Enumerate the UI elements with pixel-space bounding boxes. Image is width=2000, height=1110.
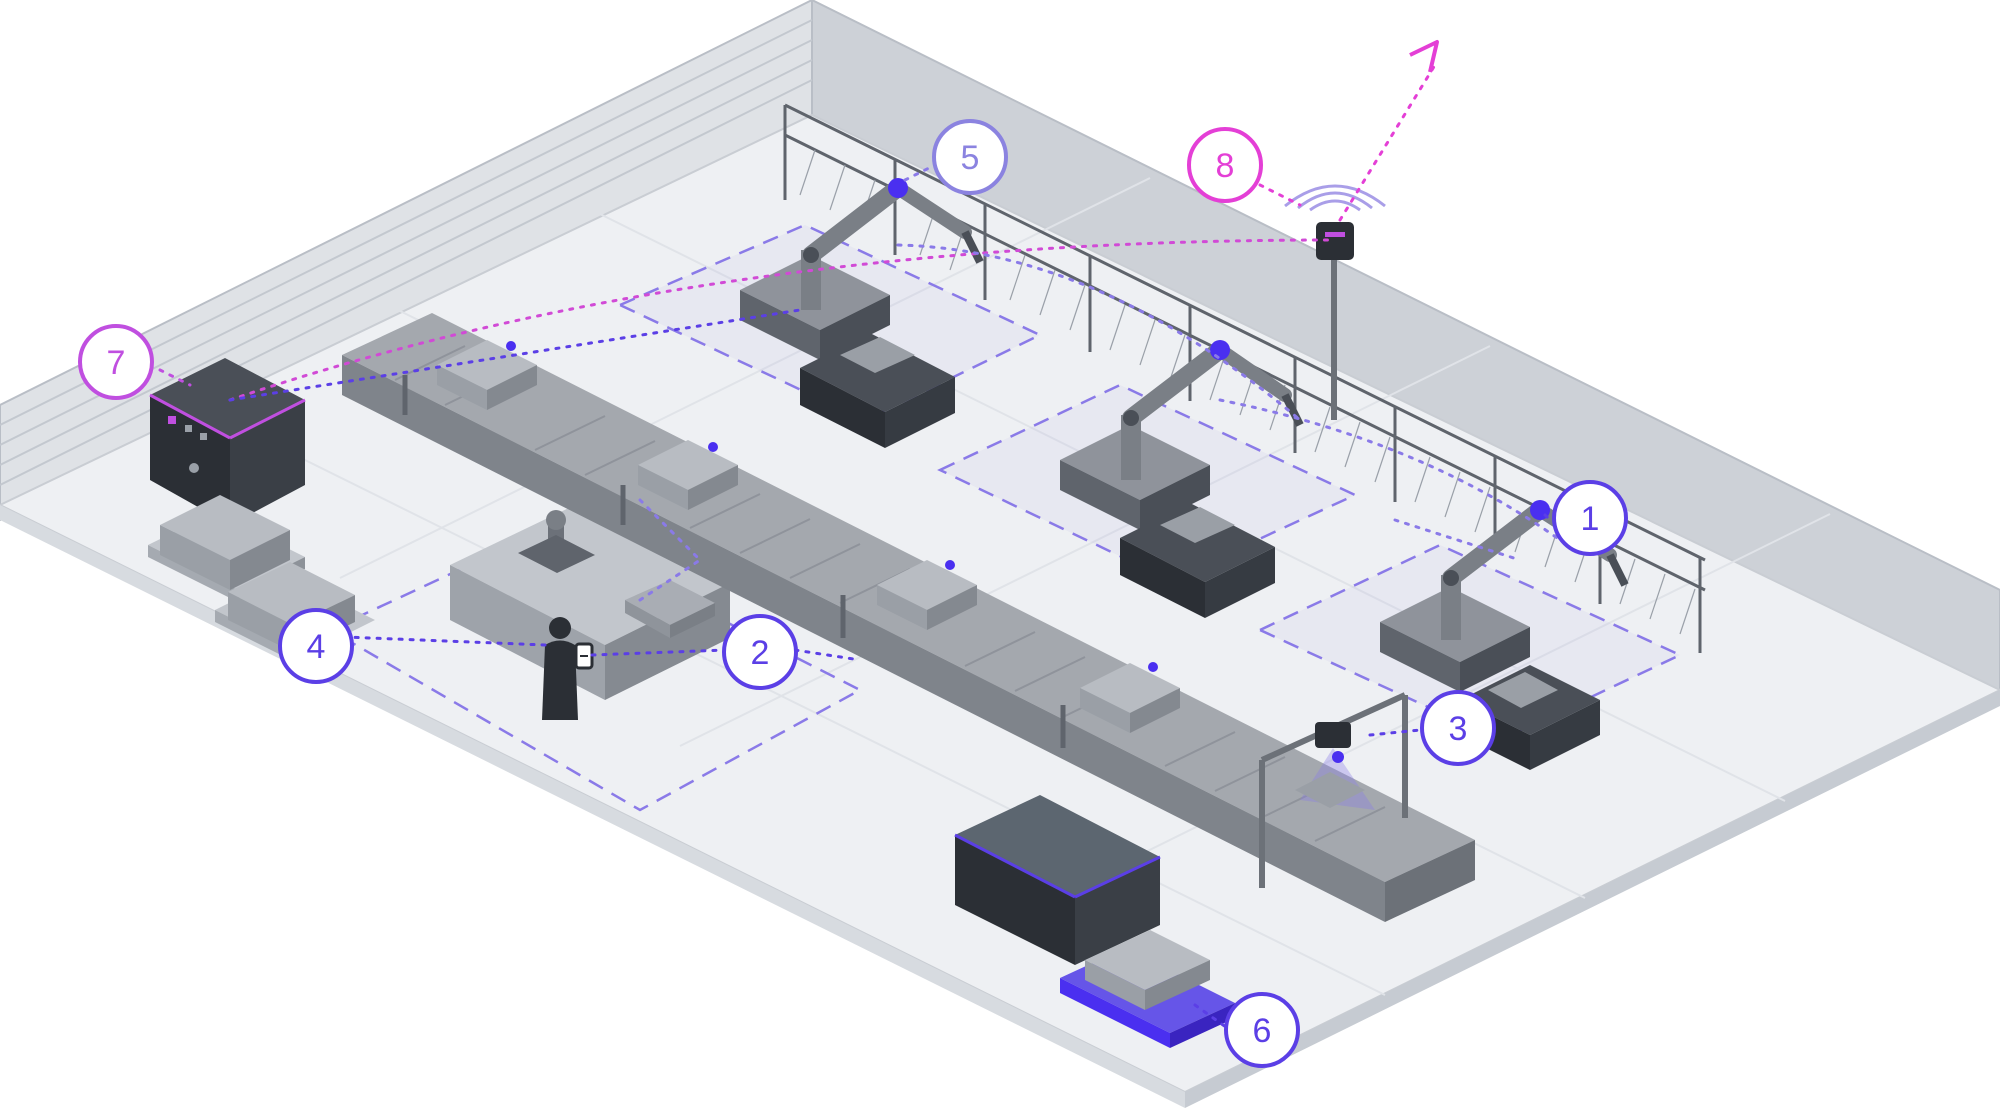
box (437, 340, 537, 410)
callout-label: 4 (307, 628, 326, 666)
agv-cart (1060, 930, 1235, 1048)
link-cabinet-to-gateway (228, 238, 1332, 402)
callout-6: 6 (1224, 992, 1300, 1068)
callout-1: 1 (1552, 480, 1628, 556)
callout-label: 3 (1449, 710, 1468, 748)
storage-enclosure (954, 795, 1161, 965)
wireless-gateway (1284, 184, 1386, 420)
sensor-dot (506, 341, 516, 351)
callout-5: 5 (932, 119, 1008, 195)
callout-label: 8 (1216, 147, 1235, 185)
gateway-device-icon (1316, 222, 1354, 260)
sensor-dot (888, 178, 908, 198)
link-robot-to-callout-1 (1543, 513, 1552, 522)
zone-robot-middle (937, 383, 1358, 582)
callout-8: 8 (1187, 127, 1263, 203)
wifi-signal-icon (1284, 184, 1386, 212)
sensor-dot (1148, 662, 1158, 672)
sensor-dot (945, 560, 955, 570)
box (638, 440, 738, 510)
callouts: 1 2 3 4 5 6 7 8 (78, 119, 1628, 1068)
box (1080, 662, 1180, 733)
callout-label: 1 (1581, 500, 1600, 538)
link-gateway-uplink (1338, 63, 1437, 222)
conveyor-legs (402, 375, 1066, 748)
box (877, 560, 977, 630)
callout-4: 4 (278, 608, 354, 684)
connection-links (158, 63, 1562, 1032)
link-agv-to-callout-6 (1193, 1003, 1232, 1032)
scanner-gate (1259, 692, 1408, 888)
boxes-on-conveyor (437, 340, 1180, 733)
zone-robot-front (1257, 543, 1683, 742)
server-cabinet (149, 358, 306, 525)
link-tablet-to-callout-2 (590, 648, 727, 657)
link-gateway-to-callout-8 (1258, 183, 1302, 207)
scanner-device-icon (1315, 722, 1351, 748)
link-robot-arc (896, 243, 1302, 422)
callout-label: 5 (961, 139, 980, 177)
cabinet-led-icon (168, 416, 176, 424)
zone-robot-back (616, 223, 1043, 422)
floor-edge-right (1185, 690, 2000, 1108)
callout-3: 3 (1420, 690, 1496, 766)
callout-2: 2 (722, 614, 798, 690)
link-worker-to-callout-4 (343, 635, 547, 647)
back-right-wall (811, 0, 2000, 707)
callout-label: 6 (1253, 1012, 1272, 1050)
link-callout-2-to-post (793, 648, 862, 662)
sensor-dot (1210, 340, 1230, 360)
link-scanner-to-callout-3 (1368, 728, 1422, 737)
sensor-dot (708, 442, 718, 452)
link-cabinet-to-robot (228, 308, 802, 402)
callout-7: 7 (78, 324, 154, 400)
robot-arm-middle (1060, 340, 1304, 618)
callout-label: 2 (751, 634, 770, 672)
callout-label: 7 (107, 344, 126, 382)
uplink-arrowhead-icon (1409, 40, 1439, 73)
